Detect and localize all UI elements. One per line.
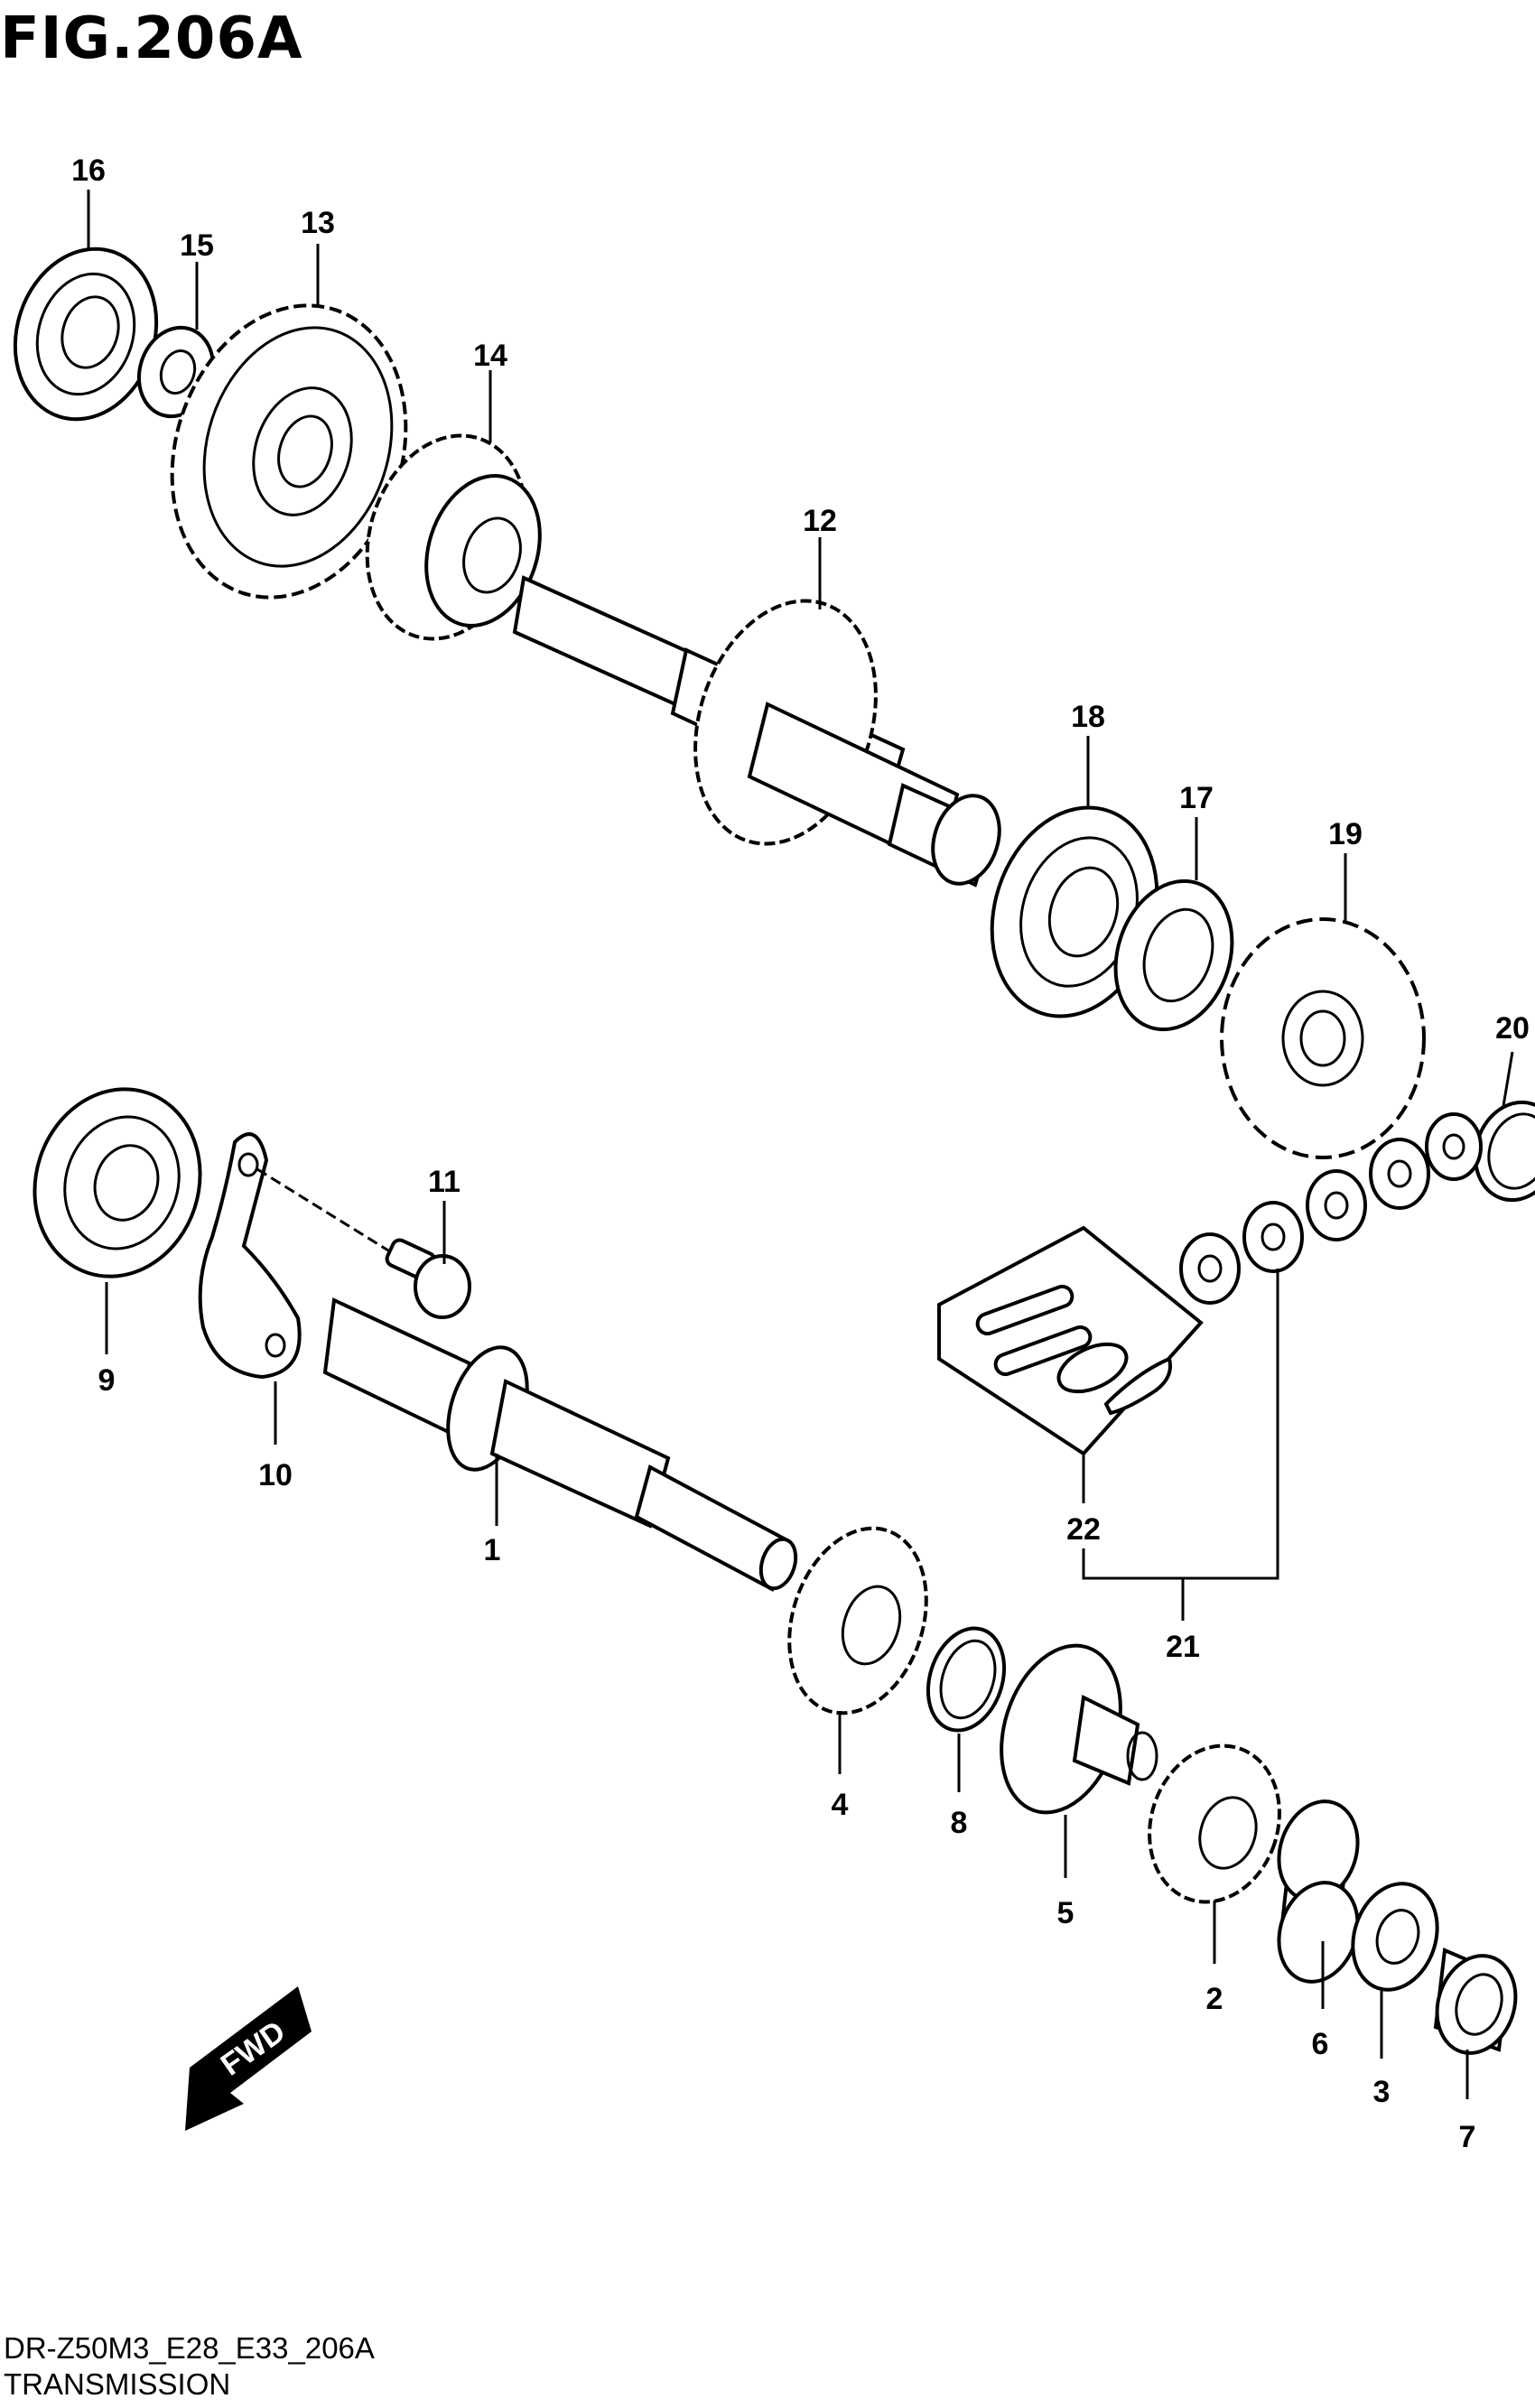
callout-13: 13 — [301, 206, 335, 240]
part-10-retainer — [198, 1132, 302, 1380]
callout-2: 2 — [1206, 1982, 1223, 2016]
part-8-circlip — [926, 1626, 1007, 1733]
diagram-name: TRANSMISSION — [4, 2367, 231, 2401]
callout-7: 7 — [1459, 2120, 1476, 2154]
part-7-needle-bearing — [1433, 1948, 1518, 2055]
callout-8: 8 — [951, 1806, 968, 1840]
part-5-drive-gear — [1000, 1643, 1158, 1815]
callout-12: 12 — [803, 504, 837, 538]
callout-20: 20 — [1495, 1011, 1530, 1046]
part-11-screw — [256, 1167, 471, 1319]
part-12-countershaft — [512, 575, 1001, 888]
callout-21: 21 — [1166, 1630, 1200, 1664]
callout-19: 19 — [1328, 817, 1363, 851]
figure-title: FIG.206A — [0, 5, 303, 72]
part-3-washer — [1351, 1882, 1439, 1992]
leader-lines — [87, 190, 1514, 2099]
part-14-gear — [365, 433, 542, 641]
callout-11: 11 — [428, 1165, 460, 1199]
callout-1: 1 — [484, 1533, 501, 1567]
part-6-bushing — [1277, 1799, 1360, 1984]
callout-16: 16 — [71, 153, 106, 188]
callout-labels: 1 2 3 4 5 6 7 8 9 10 11 12 13 14 15 16 1… — [71, 153, 1530, 2154]
callout-18: 18 — [1071, 700, 1105, 734]
callout-5: 5 — [1057, 1896, 1074, 1930]
part-17-oil-seal — [1113, 879, 1234, 1032]
callout-3: 3 — [1373, 2075, 1391, 2109]
part-1-mainshaft — [322, 1297, 798, 1592]
part-22-master-link-inset — [937, 1225, 1204, 1456]
callout-9: 9 — [98, 1363, 116, 1398]
part-9-bearing — [33, 1087, 202, 1278]
part-4-gear — [787, 1526, 928, 1715]
part-2-gear — [1148, 1743, 1281, 1904]
callout-4: 4 — [832, 1788, 849, 1822]
callout-22: 22 — [1066, 1512, 1101, 1547]
callout-17: 17 — [1179, 781, 1214, 815]
diagram-code: DR-Z50M3_E28_E33_206A — [4, 2331, 375, 2365]
part-21-chain — [1179, 1112, 1483, 1305]
callout-14: 14 — [473, 339, 507, 373]
callout-6: 6 — [1312, 2027, 1329, 2061]
callout-15: 15 — [180, 228, 214, 263]
fwd-arrow-icon: FWD — [185, 1986, 312, 2131]
callout-10: 10 — [258, 1458, 293, 1492]
part-19-sprocket — [1220, 917, 1426, 1159]
